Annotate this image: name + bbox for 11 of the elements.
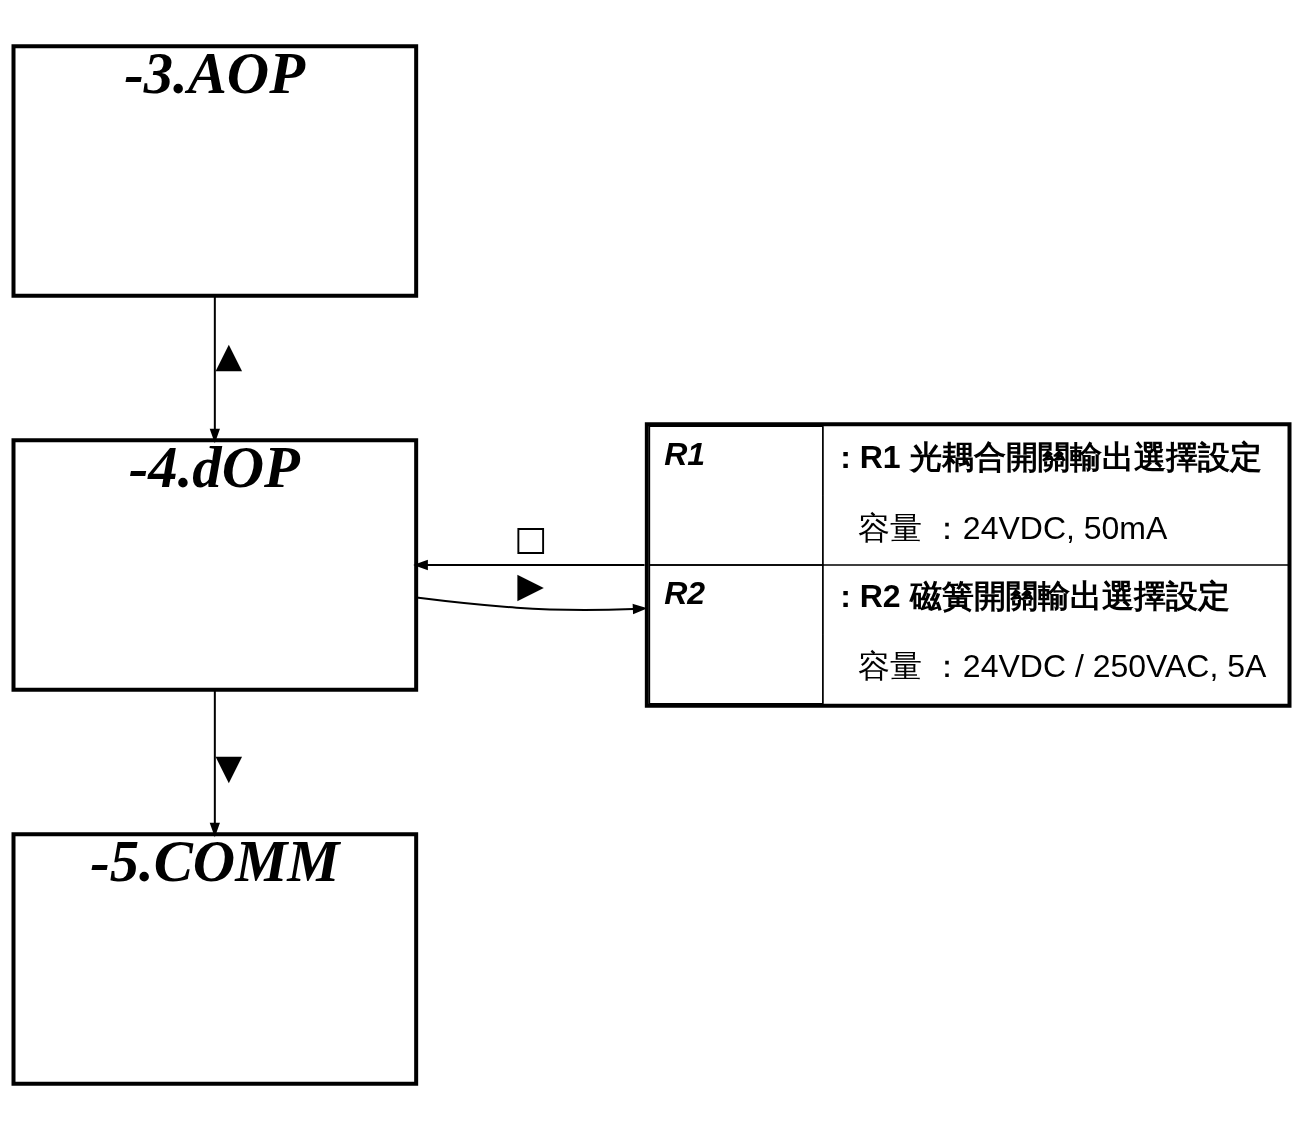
edge-label: ▲: [215, 335, 243, 376]
arrow: [413, 559, 646, 571]
arrow: [209, 295, 220, 444]
arrow: [415, 596, 648, 615]
arrow: [209, 689, 220, 838]
edge-label: □: [514, 518, 547, 559]
node-box: -3.AOP: [11, 44, 419, 298]
edge-label: ▼: [215, 747, 243, 788]
node-box: -5.COMM: [11, 832, 419, 1086]
node-box: -4.dOP: [11, 438, 419, 692]
edge-label: ▶: [517, 564, 544, 605]
